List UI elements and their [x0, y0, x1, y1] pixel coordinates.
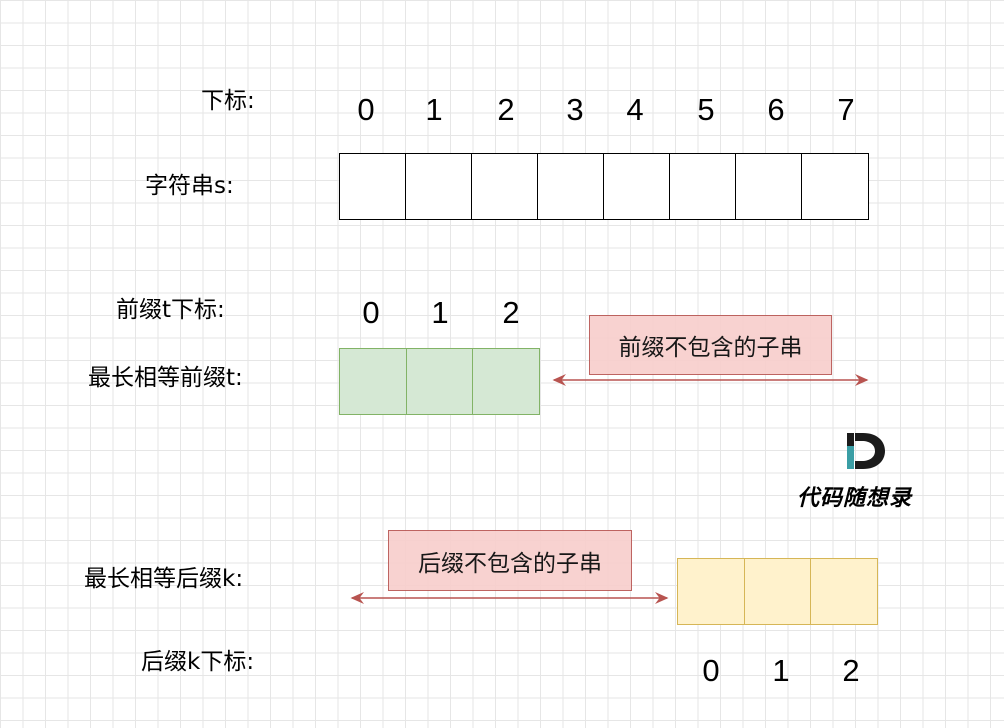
logo-text: 代码随想录: [797, 485, 913, 511]
prefix-cell: [405, 348, 474, 415]
prefix-cells: [339, 348, 540, 415]
prefix-index-1: 1: [431, 295, 449, 330]
suffix-cell: [743, 558, 812, 625]
suffix-cells: [677, 558, 878, 625]
string-cell: [603, 153, 671, 220]
prefix-index-0: 0: [362, 295, 380, 330]
suffix-cell: [677, 558, 745, 625]
string-cell: [537, 153, 605, 220]
string-index-0: 0: [357, 92, 375, 127]
index-label: 下标:: [201, 88, 255, 114]
suffix-index-label: 后缀k下标:: [141, 649, 255, 675]
prefix-index-label: 前缀t下标:: [116, 297, 225, 323]
string-cell: [339, 153, 407, 220]
string-index-1: 1: [425, 92, 443, 127]
string-index-5: 5: [697, 92, 715, 127]
prefix-label: 最长相等前缀t:: [88, 365, 243, 391]
string-index-4: 4: [626, 92, 644, 127]
string-s-label: 字符串s:: [145, 173, 234, 199]
suffix-index-1: 1: [772, 653, 790, 688]
string-cell: [669, 153, 737, 220]
suffix-excluded-note: 后缀不包含的子串: [388, 530, 632, 591]
prefix-cell: [339, 348, 407, 415]
string-s-cells: [339, 153, 869, 220]
prefix-cell: [472, 348, 540, 415]
string-index-6: 6: [767, 92, 785, 127]
suffix-index-2: 2: [842, 653, 860, 688]
prefix-index-2: 2: [502, 295, 520, 330]
suffix-label: 最长相等后缀k:: [84, 566, 244, 592]
string-index-2: 2: [497, 92, 515, 127]
string-cell: [405, 153, 473, 220]
string-cell: [735, 153, 803, 220]
string-cell: [801, 153, 869, 220]
D-logo-icon: [847, 433, 885, 469]
string-index-3: 3: [566, 92, 584, 127]
string-index-7: 7: [837, 92, 855, 127]
suffix-cell: [810, 558, 878, 625]
prefix-excluded-note: 前缀不包含的子串: [589, 315, 832, 375]
suffix-index-0: 0: [702, 653, 720, 688]
string-cell: [471, 153, 539, 220]
